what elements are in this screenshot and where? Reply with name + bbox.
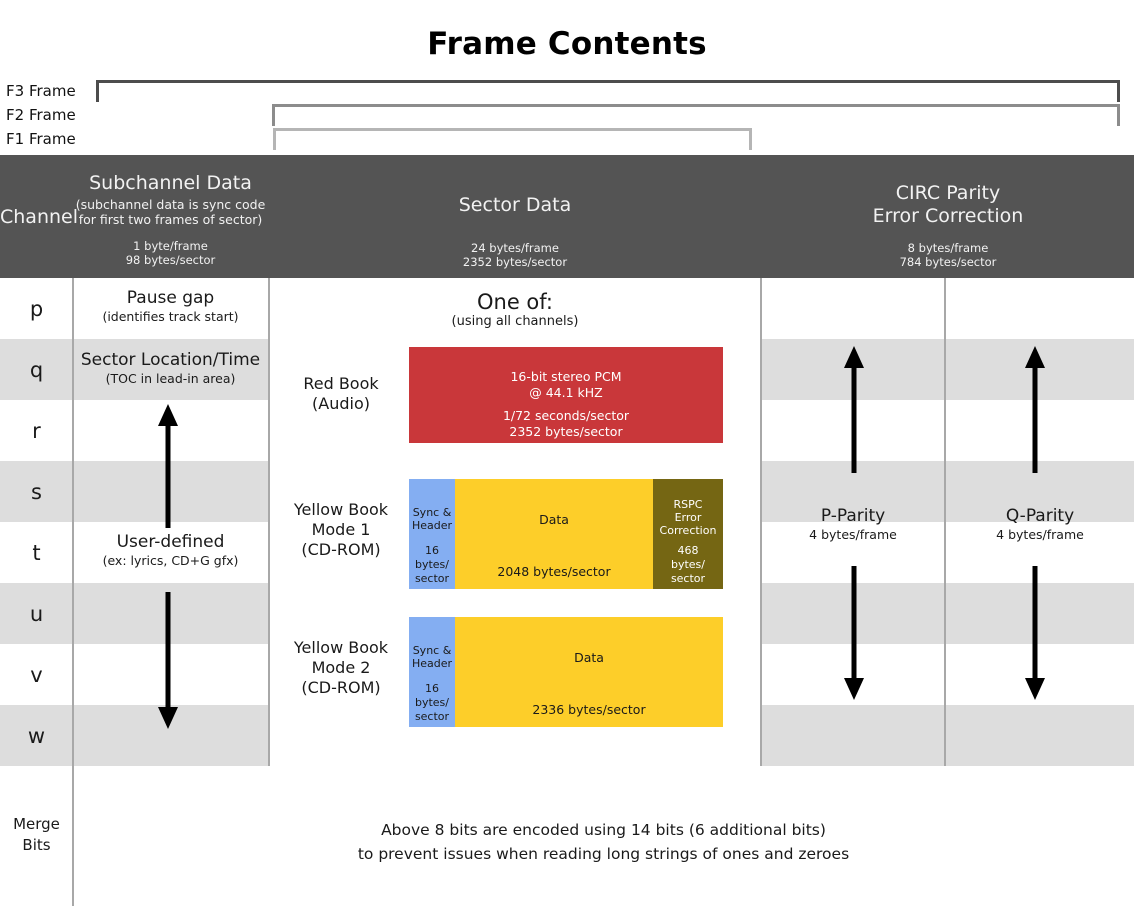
header-channel-title: Channel (0, 206, 79, 228)
frame-label-f3: F3 Frame (6, 82, 76, 100)
header-circ-title: CIRC Parity Error Correction (872, 182, 1024, 227)
subchannel-down-arrow-icon (158, 592, 178, 729)
block-mode2-sync-header: Sync & Header 16 bytes/ sector (409, 617, 455, 727)
p-parity-down-arrow-icon (844, 566, 864, 700)
subchannel-pause-gap: Pause gap (identifies track start) (73, 288, 268, 325)
frame-label-f1: F1 Frame (6, 130, 76, 148)
p-parity-sub: 4 bytes/frame (809, 527, 897, 542)
subchannel-sector-location: Sector Location/Time (TOC in lead-in are… (73, 350, 268, 387)
merge-bits-line-2: to prevent issues when reading long stri… (357, 845, 850, 863)
block-mode2-sync-header-bottom: 16 bytes/ sector (414, 682, 450, 723)
subchannel-user-defined: User-defined (ex: lyrics, CD+G gfx) (73, 532, 268, 569)
bracket-f3 (96, 80, 1120, 102)
block-mode1-rspc-ecc: RSPC Error Correction 468 bytes/ sector (653, 479, 723, 589)
header-circ-rate: 8 bytes/frame 784 bytes/sector (899, 241, 997, 269)
subchannel-up-arrow-icon (158, 404, 178, 528)
channel-row-p: p (29, 296, 44, 321)
block-mode1-data-top: Data (539, 512, 569, 527)
q-parity-label: Q-Parity 4 bytes/frame (946, 506, 1134, 543)
p-parity-title: P-Parity (820, 506, 886, 526)
subchannel-pause-gap-note: (identifies track start) (102, 309, 239, 324)
block-mode2-sync-header-top: Sync & Header (411, 644, 453, 670)
bracket-f1 (273, 128, 752, 150)
sector-one-of-note: (using all channels) (451, 314, 579, 329)
header-sector-rate: 24 bytes/frame 2352 bytes/sector (462, 241, 568, 269)
divider-channel (72, 278, 74, 906)
format-label-yellow-book-mode-1: Yellow Book Mode 1 (CD-ROM) (293, 500, 389, 559)
header-subchannel-title: Subchannel Data (89, 172, 252, 194)
block-mode1-rspc-ecc-bottom: 468 bytes/ sector (670, 544, 706, 585)
q-parity-up-arrow-icon (1025, 346, 1045, 473)
block-audio-pcm: 16-bit stereo PCM @ 44.1 kHZ 1/72 second… (409, 347, 723, 443)
header-band (0, 155, 1134, 278)
block-mode2-data-bottom: 2336 bytes/sector (532, 702, 646, 717)
block-mode2-data: Data 2336 bytes/sector (455, 617, 723, 727)
header-sector: Sector Data 24 bytes/frame 2352 bytes/se… (268, 194, 762, 268)
header-subchannel-rate: 1 byte/frame 98 bytes/sector (125, 239, 216, 267)
block-mode1-rspc-ecc-top: RSPC Error Correction (659, 498, 717, 537)
q-parity-title: Q-Parity (1005, 506, 1075, 526)
channel-row-v: v (30, 662, 43, 687)
frame-label-f2: F2 Frame (6, 106, 76, 124)
q-parity-down-arrow-icon (1025, 566, 1045, 700)
header-sector-title: Sector Data (458, 194, 572, 216)
header-circ-parity: CIRC Parity Error Correction 8 bytes/fra… (762, 182, 1134, 268)
q-parity-sub: 4 bytes/frame (996, 527, 1084, 542)
block-mode1-data-bottom: 2048 bytes/sector (497, 564, 611, 579)
header-subchannel: Subchannel Data (subchannel data is sync… (73, 172, 268, 266)
format-label-yellow-book-mode-2: Yellow Book Mode 2 (CD-ROM) (293, 638, 389, 697)
format-label-red-book: Red Book (Audio) (303, 374, 379, 413)
block-mode1-data: Data 2048 bytes/sector (455, 479, 653, 589)
channel-row-t: t (32, 540, 41, 565)
subchannel-user-defined-title: User-defined (116, 532, 225, 552)
subchannel-sector-location-note: (TOC in lead-in area) (105, 371, 236, 386)
block-mode1-sync-header-bottom: 16 bytes/ sector (414, 544, 450, 585)
merge-bits-text: Above 8 bits are encoded using 14 bits (… (73, 818, 1134, 866)
bracket-f2 (272, 104, 1120, 126)
block-mode1-sync-header-top: Sync & Header (411, 506, 453, 532)
subchannel-pause-gap-title: Pause gap (126, 288, 215, 308)
divider-parity (944, 278, 946, 766)
channel-row-s: s (31, 479, 42, 504)
channel-row-q: q (29, 357, 44, 382)
sector-one-of: One of: (using all channels) (270, 290, 760, 329)
sector-one-of-title: One of: (476, 290, 553, 314)
p-parity-up-arrow-icon (844, 346, 864, 473)
divider-subchannel (268, 278, 270, 766)
header-channel: Channel (0, 206, 79, 229)
page-title: Frame Contents (427, 26, 707, 62)
header-subchannel-note: (subchannel data is sync code for first … (75, 197, 266, 227)
channel-row-u: u (29, 601, 44, 626)
divider-sector (760, 278, 762, 766)
channel-row-r: r (32, 418, 41, 443)
merge-bits-line-1: Above 8 bits are encoded using 14 bits (… (381, 821, 826, 839)
block-audio-pcm-top: 16-bit stereo PCM @ 44.1 kHZ (510, 369, 622, 400)
subchannel-user-defined-note: (ex: lyrics, CD+G gfx) (102, 553, 239, 568)
block-mode2-data-top: Data (574, 650, 604, 665)
block-mode1-sync-header: Sync & Header 16 bytes/ sector (409, 479, 455, 589)
subchannel-sector-location-title: Sector Location/Time (80, 350, 261, 370)
p-parity-label: P-Parity 4 bytes/frame (762, 506, 944, 543)
merge-bits-label: Merge Bits (13, 815, 60, 854)
channel-row-w: w (27, 723, 46, 748)
block-audio-pcm-bottom: 1/72 seconds/sector 2352 bytes/sector (502, 408, 630, 439)
